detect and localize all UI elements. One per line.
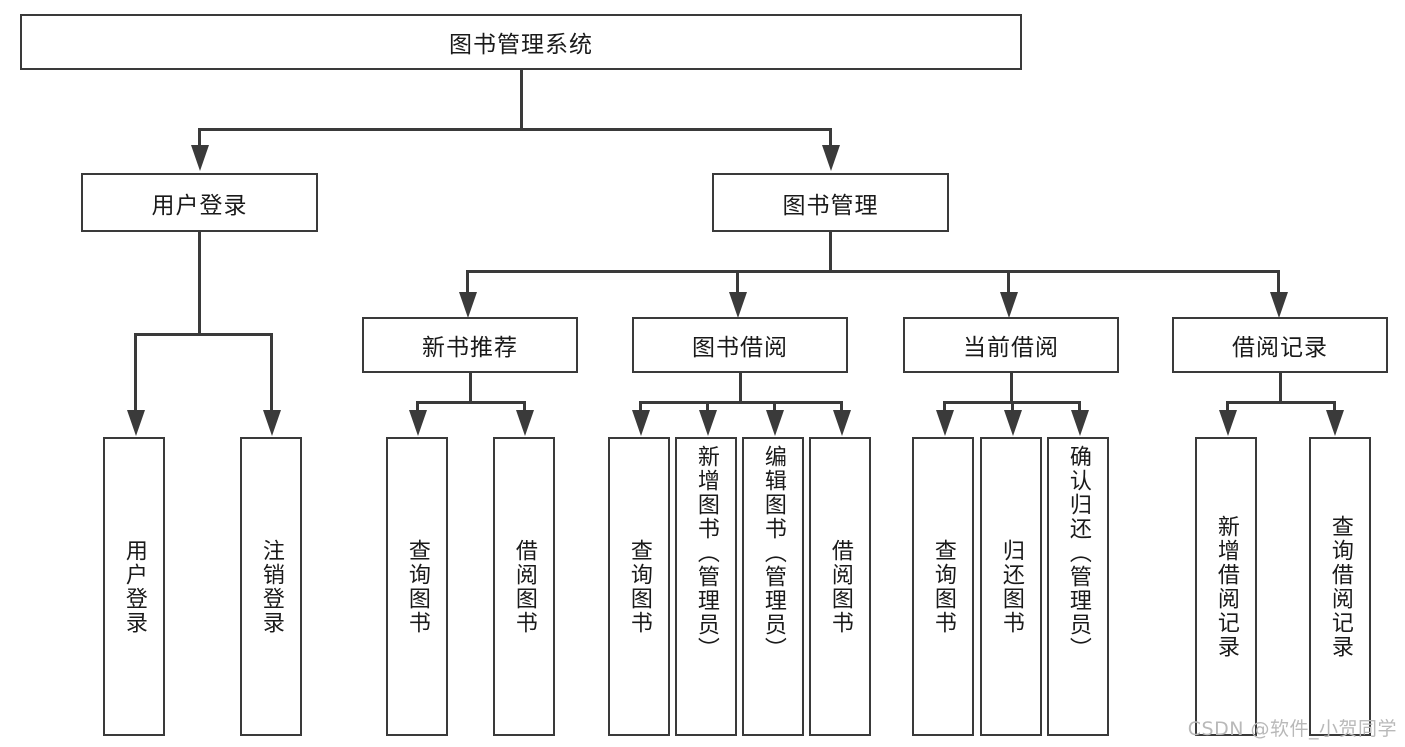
connector-cb-drop-3 — [1078, 401, 1081, 413]
leaf-query-book-1[interactable]: 查询图书 — [386, 437, 448, 736]
node-book-management[interactable]: 图书管理 — [712, 173, 949, 232]
connector-br-drop-2 — [1333, 401, 1336, 413]
connector-bm-drop-3 — [1007, 270, 1010, 295]
arrow-to-leaf-logout-login — [263, 410, 281, 436]
connector-nbr-drop-1 — [416, 401, 419, 413]
connector-nbr-drop-2 — [523, 401, 526, 413]
arrow-to-leaf-confirm-return — [1071, 410, 1089, 436]
leaf-borrow-book-2[interactable]: 借阅图书 — [809, 437, 871, 736]
connector-bb-stem — [739, 373, 742, 404]
connector-book-management-stem — [829, 232, 832, 272]
node-book-borrow[interactable]: 图书借阅 — [632, 317, 848, 373]
arrow-to-leaf-query-book-1 — [409, 410, 427, 436]
arrow-to-leaf-query-book-3 — [936, 410, 954, 436]
connector-bm-drop-2 — [736, 270, 739, 295]
connector-bm-drop-4 — [1277, 270, 1280, 295]
connector-br-stem — [1279, 373, 1282, 404]
leaf-borrow-book-1[interactable]: 借阅图书 — [493, 437, 555, 736]
leaf-add-book[interactable]: 新增图书（管理员） — [675, 437, 737, 736]
connector-root-drop-left — [198, 128, 201, 148]
leaf-return-book[interactable]: 归还图书 — [980, 437, 1042, 736]
leaf-edit-book[interactable]: 编辑图书（管理员） — [742, 437, 804, 736]
arrow-to-user-login — [191, 145, 209, 171]
connector-bm-drop-1 — [466, 270, 469, 295]
connector-book-management-bus — [466, 270, 1280, 273]
leaf-confirm-return[interactable]: 确认归还（管理员） — [1047, 437, 1109, 736]
arrow-to-new-book-recommend — [459, 292, 477, 318]
arrow-to-leaf-borrow-book-1 — [516, 410, 534, 436]
connector-user-login-bus — [134, 333, 273, 336]
leaf-query-record[interactable]: 查询借阅记录 — [1309, 437, 1371, 736]
arrow-to-book-borrow — [729, 292, 747, 318]
connector-bb-drop-4 — [840, 401, 843, 413]
arrow-to-book-management — [822, 145, 840, 171]
connector-user-login-stem — [198, 232, 201, 336]
connector-nbr-bus — [416, 401, 526, 404]
connector-root-drop-right — [829, 128, 832, 148]
arrow-to-leaf-query-book-2 — [632, 410, 650, 436]
arrow-to-leaf-user-login — [127, 410, 145, 436]
arrow-to-leaf-add-book — [699, 410, 717, 436]
arrow-to-leaf-add-record — [1219, 410, 1237, 436]
connector-bb-drop-3 — [773, 401, 776, 413]
arrow-to-leaf-edit-book — [766, 410, 784, 436]
connector-root-bus — [198, 128, 832, 131]
connector-bb-drop-2 — [706, 401, 709, 413]
leaf-add-record[interactable]: 新增借阅记录 — [1195, 437, 1257, 736]
connector-br-drop-1 — [1226, 401, 1229, 413]
arrow-to-current-borrow — [1000, 292, 1018, 318]
connector-cb-stem — [1010, 373, 1013, 404]
arrow-to-leaf-borrow-book-2 — [833, 410, 851, 436]
leaf-logout-login[interactable]: 注销登录 — [240, 437, 302, 736]
connector-user-login-drop-2 — [270, 333, 273, 413]
node-root-system[interactable]: 图书管理系统 — [20, 14, 1022, 70]
node-user-login[interactable]: 用户登录 — [81, 173, 318, 232]
connector-nbr-stem — [469, 373, 472, 404]
leaf-user-login[interactable]: 用户登录 — [103, 437, 165, 736]
leaf-query-book-3[interactable]: 查询图书 — [912, 437, 974, 736]
node-current-borrow[interactable]: 当前借阅 — [903, 317, 1119, 373]
node-borrow-record[interactable]: 借阅记录 — [1172, 317, 1388, 373]
arrow-to-borrow-record — [1270, 292, 1288, 318]
connector-br-bus — [1226, 401, 1336, 404]
connector-user-login-drop-1 — [134, 333, 137, 413]
arrow-to-leaf-query-record — [1326, 410, 1344, 436]
connector-root-stem — [520, 70, 523, 128]
node-new-book-recommend[interactable]: 新书推荐 — [362, 317, 578, 373]
connector-cb-drop-2 — [1011, 401, 1014, 413]
connector-cb-drop-1 — [943, 401, 946, 413]
arrow-to-leaf-return-book — [1004, 410, 1022, 436]
connector-bb-bus — [639, 401, 842, 404]
leaf-query-book-2[interactable]: 查询图书 — [608, 437, 670, 736]
connector-bb-drop-1 — [639, 401, 642, 413]
